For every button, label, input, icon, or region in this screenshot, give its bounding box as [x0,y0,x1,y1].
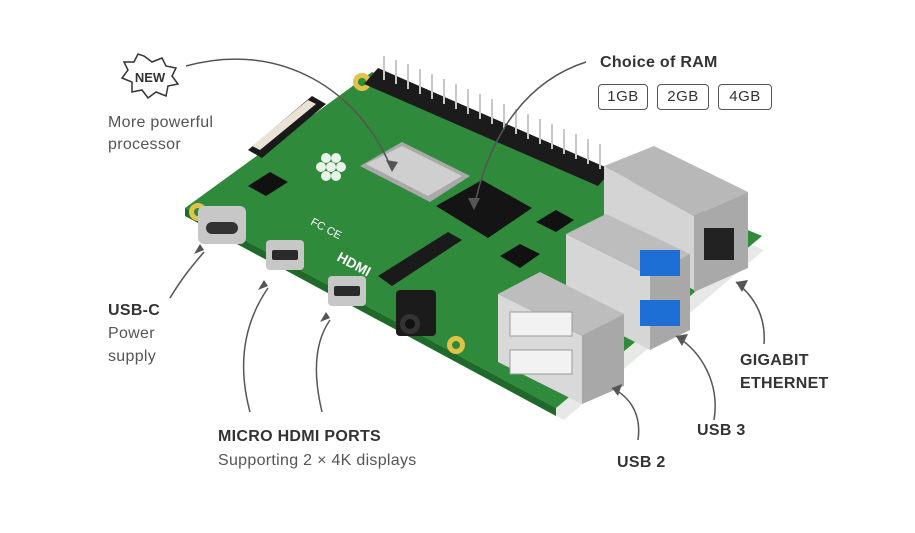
usb3-ports [566,214,690,350]
usbc-line2: supply [108,348,157,365]
arrow-ram [473,61,587,209]
arrow-usbc [169,251,205,299]
processor-label-line2: processor [108,136,181,153]
usb2-label: USB 2 [617,454,666,471]
new-badge: NEW [120,53,180,100]
arrow-hdmi-1 [242,287,269,413]
usbc-title: USB-C [108,302,161,319]
ram-option-2gb: 2GB [657,84,709,110]
ethernet-label-line2: ETHERNET [740,375,829,392]
ram-chip [436,180,532,238]
raspberry-logo [316,153,346,181]
micro-hdmi-port-1 [266,240,304,270]
arrow-heads [194,160,748,396]
hdmi-subtitle: Supporting 2 × 4K displays [218,452,417,469]
audio-jack [396,290,436,336]
ram-option-1gb: 1GB [598,84,648,110]
usbc-line1: Power [108,325,155,342]
arrow-usb2 [611,387,640,441]
processor-label-line1: More powerful [108,114,214,131]
hdmi-title: MICRO HDMI PORTS [218,428,382,445]
usb3-label: USB 3 [697,422,746,439]
ram-title: Choice of RAM [600,54,718,71]
micro-hdmi-port-2 [328,276,366,306]
arrow-processor [185,58,393,171]
ethernet-label-line1: GIGABIT [740,352,809,369]
processor-chip [360,142,470,202]
new-badge-text: NEW [135,70,166,85]
usb-c-port [198,206,246,244]
usb2-ports [498,272,624,404]
gpio-header [364,56,612,186]
arrow-ethernet [735,281,765,345]
ram-option-4gb: 4GB [718,84,772,110]
arrow-hdmi-2 [315,319,331,413]
arrow-usb3 [675,335,716,421]
